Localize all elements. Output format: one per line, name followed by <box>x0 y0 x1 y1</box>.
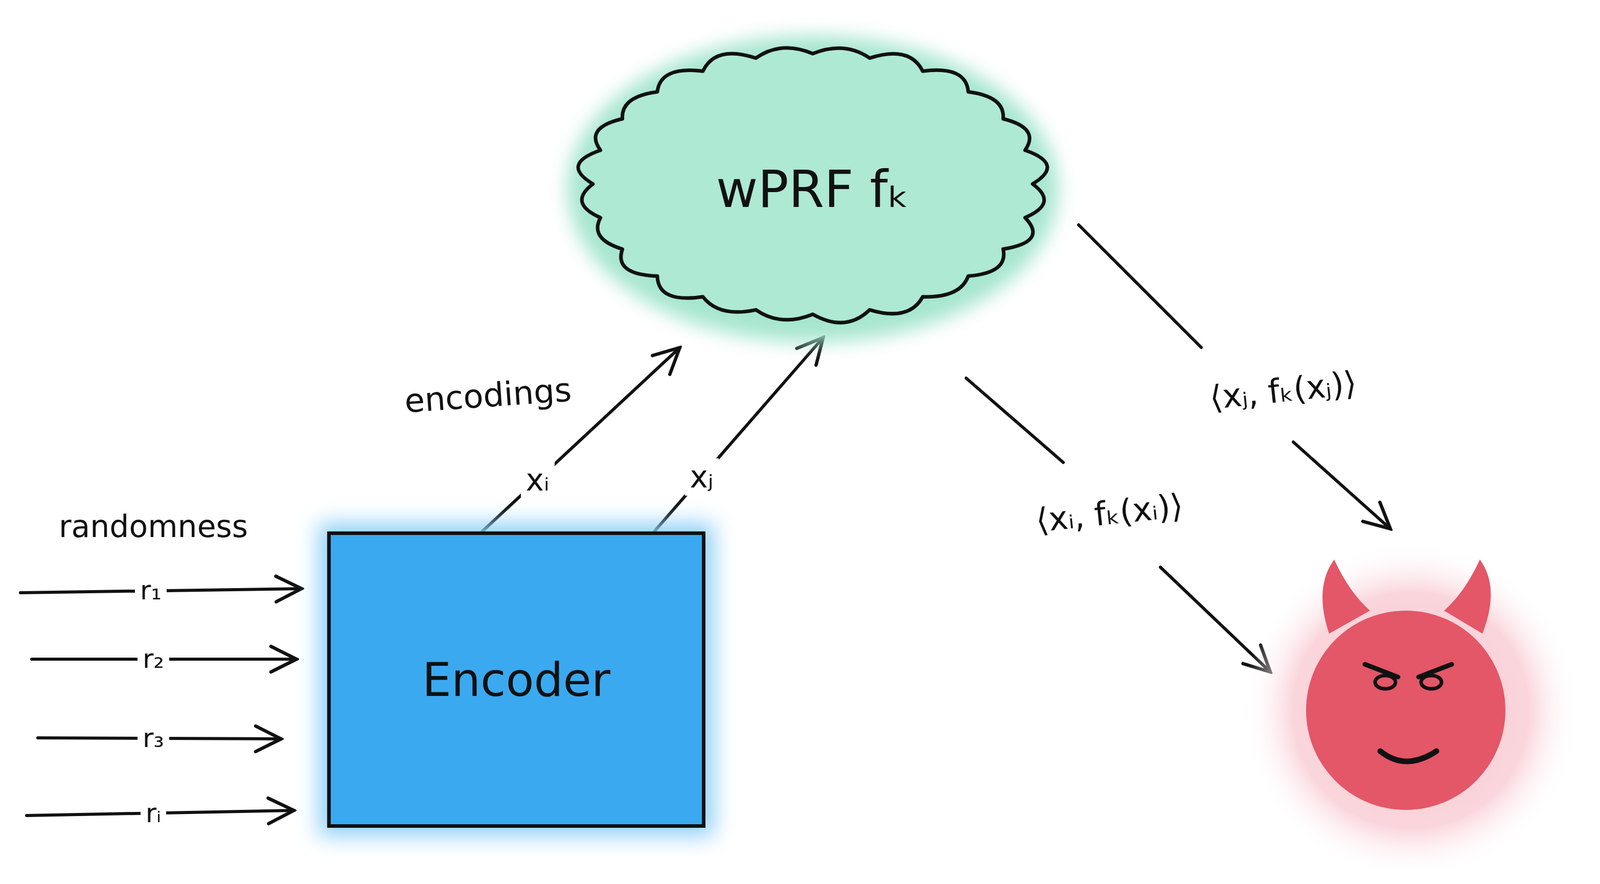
input-label: r₁ <box>134 574 167 608</box>
group-label: encodings <box>398 370 579 423</box>
wprf-cloud: wPRF fₖ <box>552 20 1074 358</box>
edge-label: xᵢ <box>520 461 555 499</box>
output-label: ⟨xᵢ, fₖ(xᵢ)⟩ <box>1028 485 1190 542</box>
encoding-arrow <box>654 337 824 532</box>
input-wires <box>20 588 302 816</box>
box-title: Encoder <box>422 653 611 707</box>
input-label: r₃ <box>137 722 170 756</box>
cloud-title: wPRF fₖ <box>716 159 910 220</box>
input-label: r₂ <box>137 643 170 676</box>
output-arrows <box>966 224 1391 673</box>
adversary-devil <box>1242 541 1580 880</box>
edge-label: xⱼ <box>684 458 719 496</box>
input-label: rᵢ <box>140 797 167 831</box>
input-label: randomness <box>53 508 254 546</box>
output-label: ⟨xⱼ, fₖ(xⱼ)⟩ <box>1202 362 1364 419</box>
encoder-box: Encoder <box>327 531 706 829</box>
